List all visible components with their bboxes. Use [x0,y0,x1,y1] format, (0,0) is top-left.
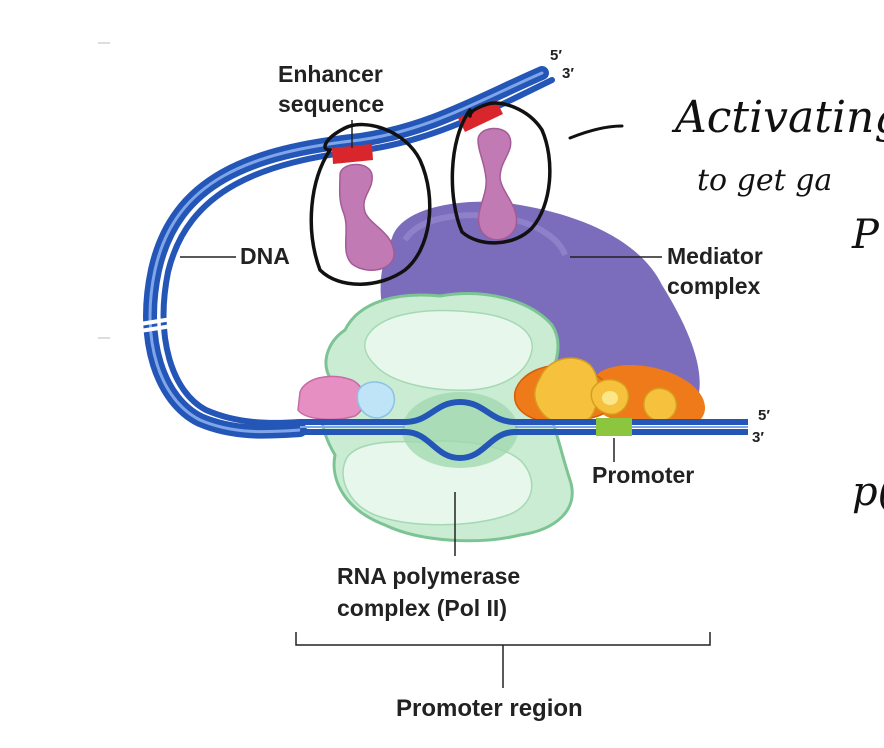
dna-label: DNA [240,243,290,269]
handwriting-line4: p( [852,469,884,515]
enhancer-segment-2 [458,100,503,132]
dna-bottom-strand-top [300,398,748,425]
dna-break-mark-2 [139,323,179,333]
right-3prime-label: 3′ [752,429,764,446]
edge-mark-top [98,42,110,44]
activator-protein-2 [477,127,518,241]
mediator-label-line2: complex [667,273,761,299]
promoter-region-bracket [295,632,711,646]
top-3prime-label: 3′ [562,65,574,82]
polymerase-upper-lobe [364,309,533,392]
right-5prime-label: 5′ [758,407,770,424]
handwriting-line2: to get ga [697,163,832,198]
promoter-segment [596,418,632,436]
polymerase-label-line2: complex (Pol II) [337,595,507,621]
polymerase-label-line1: RNA polymerase [337,563,520,589]
hand-dash [568,124,624,140]
factor-light-yellow [602,391,618,405]
hand-circle-2 [450,101,552,245]
edge-mark-mid [98,337,110,339]
top-5prime-label: 5′ [550,47,562,64]
dna-break-mark-1 [139,316,179,326]
dna-loop-inner-highlight [148,71,544,434]
factor-pink [297,375,366,421]
mediator-label-line1: Mediator [667,243,763,269]
enhancer-segment-1 [332,144,373,164]
hand-circle-1 [309,122,432,286]
dna-loop-second-strand [160,77,555,426]
dna-bottom-strand-bottom [300,429,748,462]
factor-yellow-small-2 [643,387,678,422]
enhancer-label-line2: sequence [278,91,384,117]
handwriting-line3: P [851,212,880,258]
factor-yellow-large [534,357,599,425]
promoter-region-label: Promoter region [396,695,583,722]
enhancer-label-line1: Enhancer [278,61,383,87]
activator-protein-1 [338,163,395,271]
handwriting-line1: Activating R [671,92,884,143]
promoter-label: Promoter [592,462,694,488]
factor-lightblue [356,381,396,419]
